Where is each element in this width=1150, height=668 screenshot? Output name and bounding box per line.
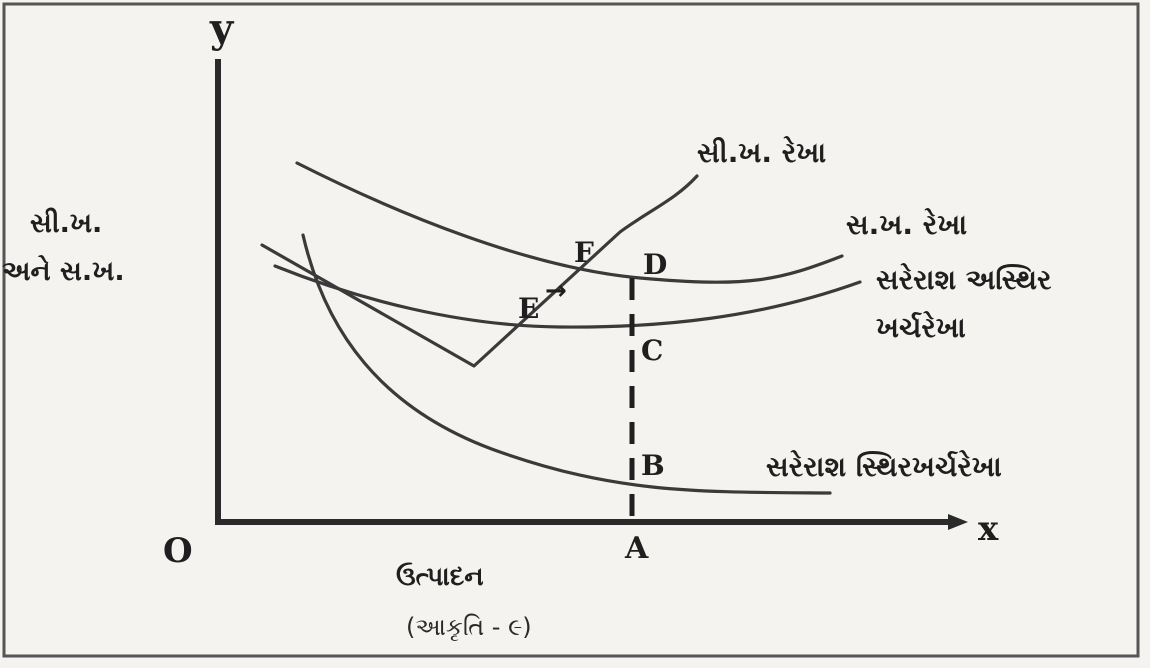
point-a-label: A xyxy=(624,531,649,566)
ac-curve-label: સ.ખ. રેખા xyxy=(846,208,967,241)
point-b-label: B xyxy=(641,449,665,482)
point-f-label: F xyxy=(574,236,594,269)
afc-curve-label: સરેરાશ સ્થિરખર્ચરેખા xyxy=(766,450,1002,483)
avc-curve-label-line1: સરેરાશ અસ્થિર xyxy=(876,263,1052,296)
figure-caption: (આકૃતિ - ૯) xyxy=(406,613,532,641)
avc-curve xyxy=(273,264,862,329)
figure-frame xyxy=(2,2,1140,658)
origin-label: O xyxy=(163,531,193,571)
avc-curve-label-line2: ખર્ચરેખા xyxy=(876,311,966,344)
point-c-label: C xyxy=(641,334,663,367)
mc-curve xyxy=(260,174,699,368)
y-axis-title-line1: સી.ખ. xyxy=(30,208,102,239)
x-axis-arrow-icon xyxy=(948,514,968,530)
arrow-right-icon: → xyxy=(545,276,567,306)
point-e-label: E xyxy=(518,292,539,325)
mc-curve-label: સી.ખ. રેખા xyxy=(697,136,826,169)
y-axis-letter: y xyxy=(209,5,235,52)
x-axis-letter: x xyxy=(978,509,999,549)
point-d-label: D xyxy=(643,248,667,281)
ac-curve xyxy=(295,161,844,284)
y-axis-title-line2: અને સ.ખ. xyxy=(2,255,125,287)
x-axis-title: ઉત્પાદન xyxy=(396,562,484,592)
afc-curve xyxy=(301,233,832,495)
